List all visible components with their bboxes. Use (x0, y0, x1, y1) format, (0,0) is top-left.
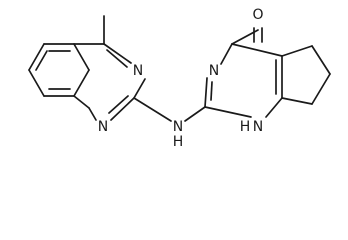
bond-cyclopentene (311, 45, 331, 75)
bond-quinazoline (103, 43, 132, 64)
bonds (28, 15, 331, 122)
bond-quinazoline (133, 78, 146, 99)
bond-quinazoline (110, 97, 135, 121)
bond-benzo (28, 43, 45, 71)
bond-cyclopentene (281, 97, 313, 105)
bond-cyclopentene (311, 73, 331, 105)
bond-benzo (73, 43, 90, 71)
atom-n-pyrimidine-upper: N (209, 63, 219, 79)
bond-linker (133, 97, 172, 122)
bond-pyrimidinone (220, 43, 233, 65)
chemical-structure-diagram: N N N H N N H O (28, 7, 331, 148)
bond-cyclopentene (281, 45, 313, 57)
bond-quinazoline-double (106, 49, 128, 68)
bond-benzo-double (35, 50, 48, 71)
bond-pyrimidinone (204, 77, 208, 108)
atom-n-quinazoline-lower: N (98, 119, 108, 135)
bond-linker (184, 106, 206, 122)
atom-h-linker: H (173, 134, 184, 148)
bond-benzo (73, 69, 90, 97)
atom-n-quinazoline-upper: N (133, 63, 143, 79)
atom-h-pyrimidine: H (240, 119, 251, 135)
bond-quinazoline (73, 95, 90, 109)
bond-pyrimidinone-double (210, 81, 213, 101)
atom-o-carbonyl: O (252, 7, 263, 23)
atom-n-linker: N (173, 119, 183, 135)
bond-pyrimidinone (265, 97, 283, 118)
bond-quinazoline-double (108, 95, 129, 114)
bond-pyrimidinone (231, 43, 283, 57)
bond-quinazoline (88, 107, 97, 121)
bond-pyrimidinone (204, 106, 252, 118)
bond-benzo (28, 69, 45, 97)
atom-n-pyrimidine-lower: N (253, 119, 263, 135)
